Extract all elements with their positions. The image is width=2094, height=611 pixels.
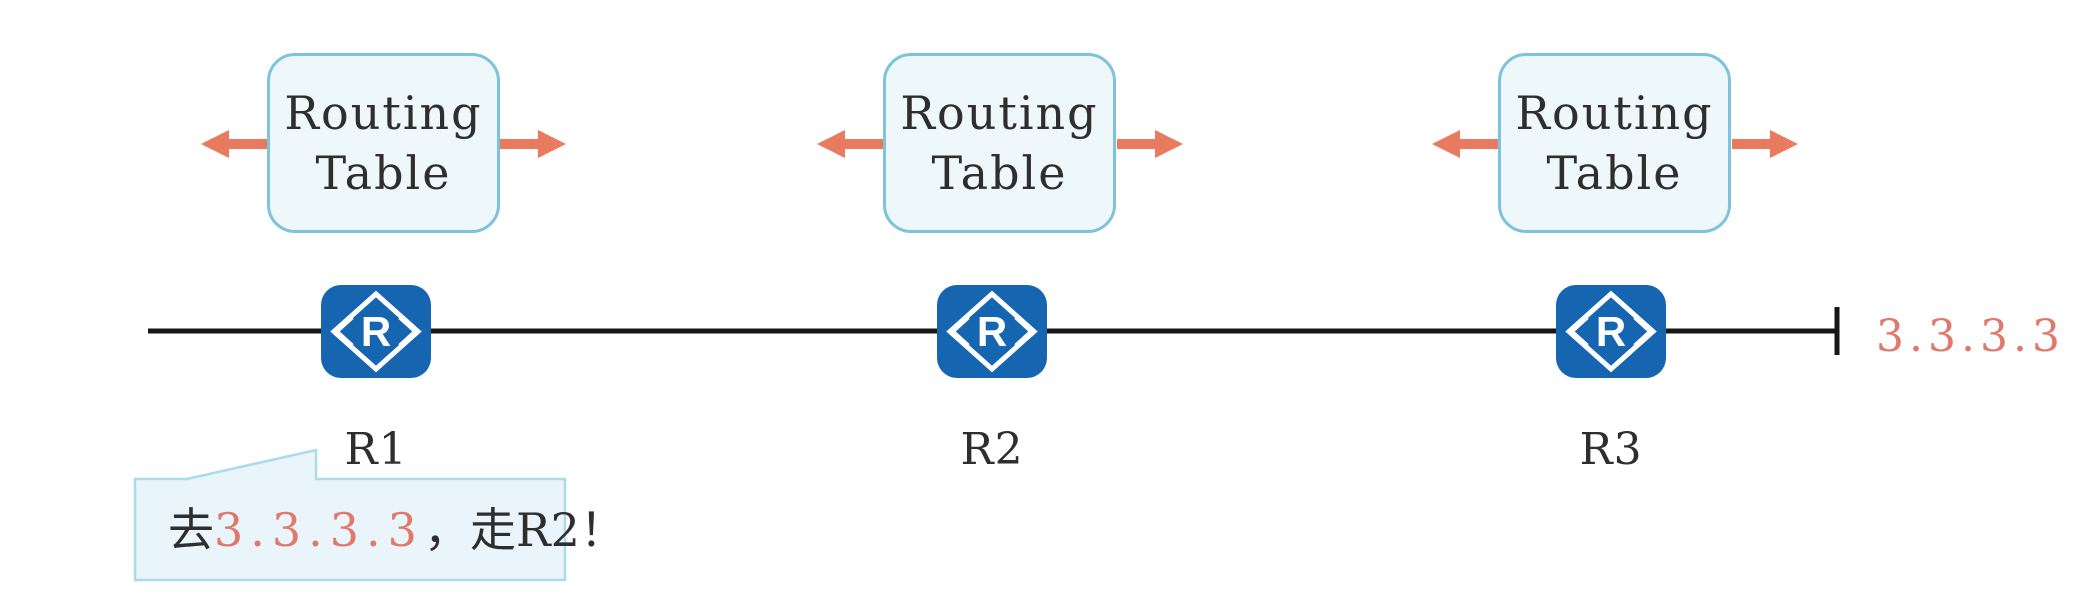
routing-table-label: Routing Table <box>284 86 483 200</box>
left-arrow-icon <box>1432 130 1498 158</box>
callout-bubble <box>133 448 567 582</box>
routing-table-label: Routing Table <box>900 86 1099 200</box>
router-letter: R <box>1596 308 1626 355</box>
routing-table-box-r1: Routing Table <box>267 53 500 233</box>
left-arrow-icon <box>817 130 883 158</box>
router-icon-r3: R <box>1556 285 1666 378</box>
right-arrow-icon <box>500 130 566 158</box>
callout-destination-ip: 3.3.3.3 <box>214 503 424 557</box>
callout-prefix: 去 <box>168 503 214 557</box>
router-icon-r1: R <box>321 285 431 378</box>
callout-suffix: ，走R2！ <box>423 503 626 557</box>
right-arrow-icon <box>1117 130 1183 158</box>
routing-table-box-r2: Routing Table <box>883 53 1116 233</box>
router-icon-r2: R <box>937 285 1047 378</box>
routing-table-label: Routing Table <box>1515 86 1714 200</box>
destination-network-label: 3.3.3.3 <box>1876 311 2065 362</box>
routing-table-box-r3: Routing Table <box>1498 53 1731 233</box>
router-letter: R <box>361 308 391 355</box>
router-label-r2: R2 <box>960 424 1024 475</box>
left-arrow-icon <box>201 130 267 158</box>
router-letter: R <box>977 308 1007 355</box>
callout-text: 去3.3.3.3，走R2！ <box>168 504 626 556</box>
router-label-r3: R3 <box>1579 424 1643 475</box>
right-arrow-icon <box>1732 130 1798 158</box>
router-label-r1: R1 <box>344 424 408 475</box>
